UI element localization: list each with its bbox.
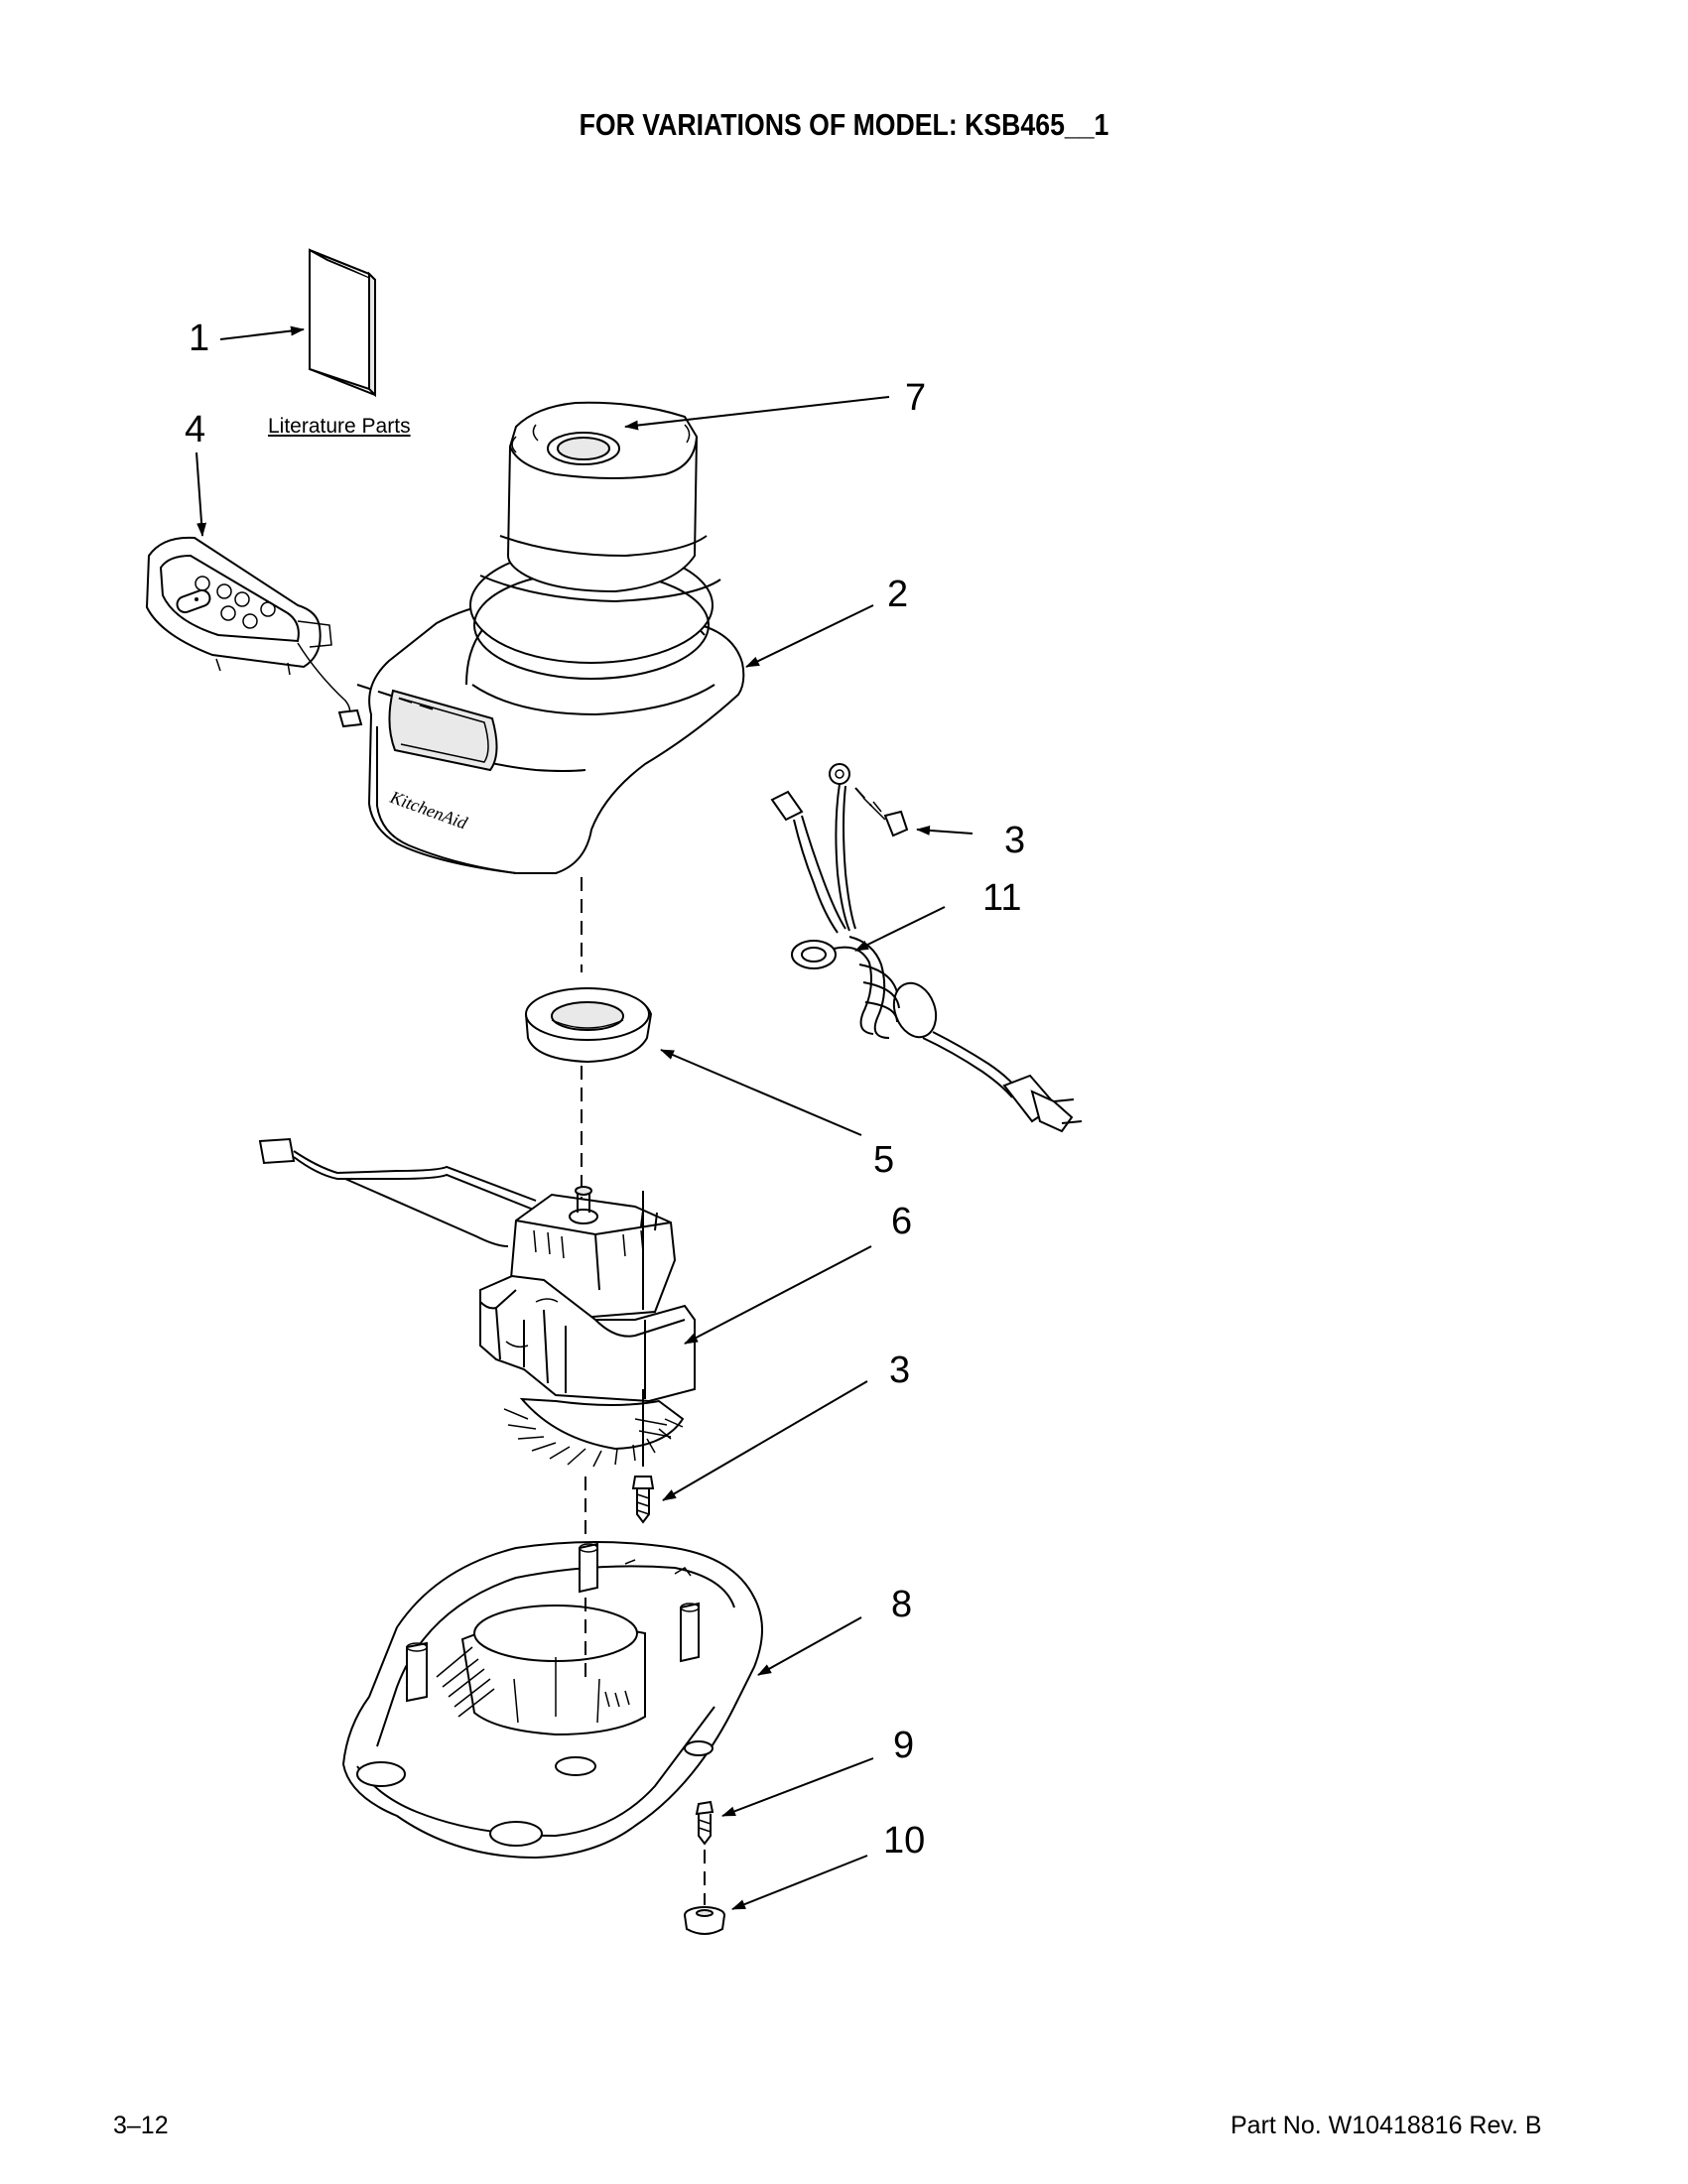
callout-7: 7 xyxy=(905,377,927,419)
arrow-9 xyxy=(721,1757,874,1817)
callout-3-lower: 3 xyxy=(889,1349,911,1391)
literature-parts-label: Literature Parts xyxy=(268,415,411,438)
arrow-3-upper xyxy=(916,825,974,835)
literature-booklet xyxy=(309,248,376,398)
callout-11: 11 xyxy=(982,877,1022,919)
arrow-10 xyxy=(731,1855,868,1910)
arrow-7 xyxy=(624,396,890,431)
rubber-foot xyxy=(684,1906,725,1935)
foot-screw xyxy=(695,1800,714,1846)
callout-10: 10 xyxy=(883,1820,926,1862)
callout-1: 1 xyxy=(189,318,210,359)
callout-3-upper: 3 xyxy=(1004,820,1026,861)
motor-assembly xyxy=(258,1137,696,1468)
control-panel xyxy=(145,536,363,728)
base-housing: KitchenAid xyxy=(367,401,745,874)
callout-4: 4 xyxy=(185,409,206,450)
part-number: Part No. W10418816 Rev. B xyxy=(1231,2112,1542,2139)
page-number: 3–12 xyxy=(113,2112,169,2139)
callout-8: 8 xyxy=(891,1584,913,1625)
callout-6: 6 xyxy=(891,1201,913,1242)
bottom-base xyxy=(341,1541,763,1860)
arrow-6 xyxy=(684,1245,872,1345)
page-title: FOR VARIATIONS OF MODEL: KSB465__1 xyxy=(579,107,1109,142)
callout-5: 5 xyxy=(873,1139,895,1181)
arrow-2 xyxy=(745,604,874,668)
motor-screw-lower xyxy=(631,1476,655,1524)
arrow-4 xyxy=(195,451,207,537)
seal-ring xyxy=(524,986,653,1064)
callout-2: 2 xyxy=(887,574,909,615)
arrow-8 xyxy=(757,1616,862,1676)
ground-screw-upper xyxy=(854,787,909,837)
arrow-5 xyxy=(660,1049,862,1136)
panel-axis xyxy=(356,684,438,711)
power-cord xyxy=(770,763,1083,1133)
arrow-3-lower xyxy=(662,1380,868,1501)
arrow-11 xyxy=(854,906,946,952)
callout-9: 9 xyxy=(893,1725,915,1766)
arrow-1 xyxy=(219,325,305,340)
